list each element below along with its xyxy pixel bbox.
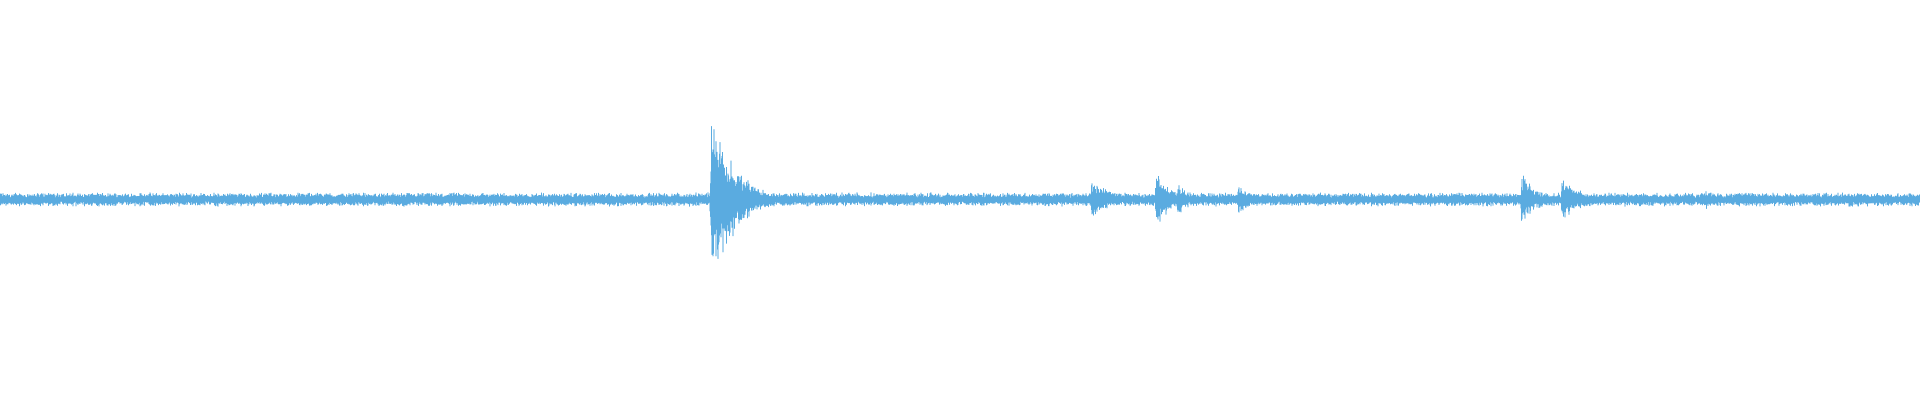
waveform-trace — [0, 126, 1920, 259]
